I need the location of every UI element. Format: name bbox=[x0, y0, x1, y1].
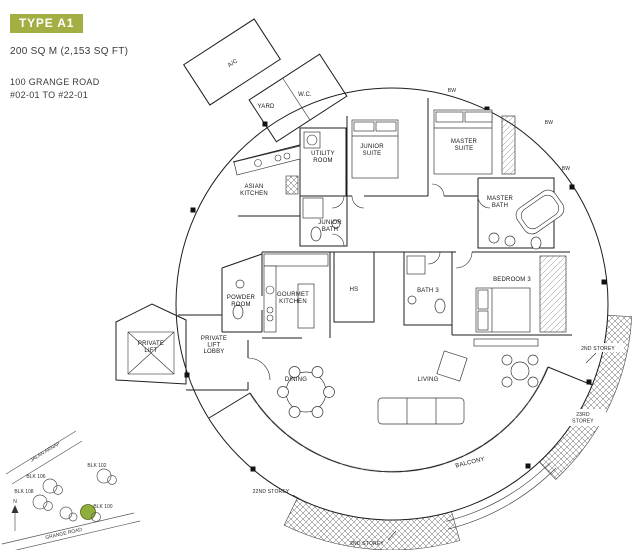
label-blk-108: BLK 108 bbox=[14, 489, 33, 495]
dining-table-set bbox=[277, 366, 335, 418]
label-bw-top: BW bbox=[448, 88, 457, 94]
bed-master-suite bbox=[433, 109, 516, 175]
type-label: TYPE A1 bbox=[10, 14, 84, 33]
wardrobe-bedroom3 bbox=[539, 255, 567, 333]
label-jalan-arnap: JALAN ARNAP bbox=[29, 440, 62, 463]
blk-100-footprint-highlight bbox=[80, 504, 101, 522]
ledge-arc-1 bbox=[446, 462, 551, 522]
living-sofa bbox=[377, 338, 539, 425]
blk-108-footprint bbox=[32, 494, 53, 511]
gourmet-kitchen-counter bbox=[263, 253, 329, 333]
utility-washer bbox=[303, 131, 321, 149]
label-blk-100: BLK 100 bbox=[93, 504, 112, 510]
structural-columns bbox=[184, 106, 607, 472]
label-north: N bbox=[13, 499, 17, 505]
label-yard: YARD bbox=[257, 104, 274, 110]
label-2nd-storey-bottom: 2ND STOREY bbox=[350, 541, 384, 547]
tv-console bbox=[473, 338, 539, 347]
bath3-fixtures bbox=[406, 255, 446, 314]
label-ac: A/C bbox=[227, 58, 240, 69]
ledge-arc-2 bbox=[448, 467, 557, 530]
leader-22nd bbox=[292, 494, 308, 504]
ac-ledge: A/C bbox=[183, 18, 281, 106]
key-plan: JALAN ARNAP GRANGE ROAD BLK 106 BLK 102 … bbox=[1, 430, 141, 550]
bed-junior-suite bbox=[351, 119, 399, 179]
north-arrow-icon: N bbox=[11, 499, 19, 531]
label-wc: W.C. bbox=[298, 92, 312, 98]
road-grange-road bbox=[1, 512, 141, 550]
label-bedroom-3: BEDROOM 3 bbox=[493, 277, 531, 283]
label-bw-upper-right: BW bbox=[545, 120, 554, 126]
label-living: LIVING bbox=[418, 377, 439, 383]
plan-header: TYPE A1 200 SQ M (2,153 SQ FT) 100 GRANG… bbox=[10, 14, 128, 100]
bath3-walls bbox=[403, 251, 453, 326]
blk-106-footprint bbox=[42, 478, 63, 495]
label-dining: DINING bbox=[285, 377, 307, 383]
bed-bedroom3 bbox=[475, 255, 567, 333]
leader-2nd-bottom bbox=[387, 530, 397, 541]
coffee-table bbox=[436, 350, 468, 382]
label-blk-102: BLK 102 bbox=[87, 463, 106, 469]
leader-2nd-right bbox=[585, 352, 597, 364]
yard-wc-block bbox=[248, 53, 348, 143]
address-label: 100 GRANGE ROAD bbox=[10, 77, 100, 87]
asian-kitchen-counter bbox=[233, 145, 301, 176]
master-bathtub bbox=[488, 189, 565, 250]
blk-102-footprint bbox=[96, 468, 117, 485]
powder-room-fixtures bbox=[232, 279, 245, 320]
hs-shelter-walls bbox=[333, 251, 375, 323]
interior-walls bbox=[178, 98, 593, 419]
balcony-table-set bbox=[501, 354, 539, 388]
area-label: 200 SQ M (2,153 SQ FT) bbox=[10, 46, 129, 57]
label-bath-3: BATH 3 bbox=[417, 288, 439, 294]
label-bg-2nd-right bbox=[572, 343, 624, 352]
label-2nd-storey-right: 2ND STOREY bbox=[581, 346, 615, 352]
junior-bath-fixtures bbox=[302, 197, 341, 242]
balcony-inner-wall bbox=[249, 366, 549, 473]
road-jalan-arnap bbox=[5, 430, 83, 485]
private-lift-shaft bbox=[115, 303, 187, 385]
units-label: #02-01 TO #22-01 bbox=[10, 90, 89, 100]
hatch-band-right bbox=[538, 314, 633, 480]
exterior-wall bbox=[175, 87, 609, 521]
label-22nd-storey: 22ND STOREY bbox=[253, 489, 290, 495]
blk-extra-footprint bbox=[59, 506, 78, 522]
label-blk-106: BLK 106 bbox=[26, 474, 45, 480]
label-bw-right: BW bbox=[562, 166, 571, 172]
riser-shaft bbox=[285, 175, 299, 195]
label-hs: HS bbox=[350, 287, 359, 293]
door-swings bbox=[247, 183, 491, 381]
label-bg-23rd bbox=[560, 409, 606, 426]
